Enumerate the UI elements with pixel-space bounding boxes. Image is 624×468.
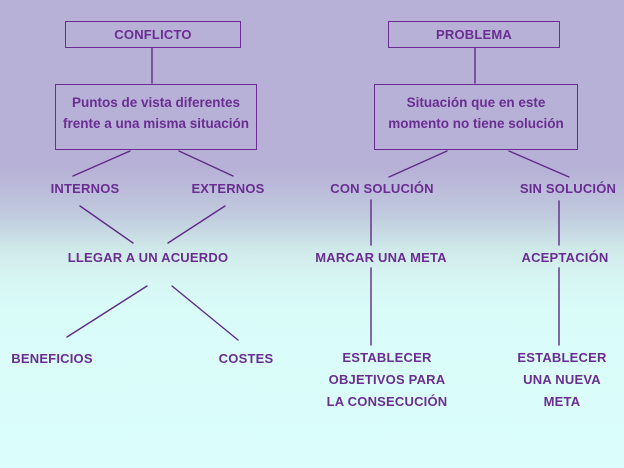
establecer-objetivos-line3: LA CONSECUCIÓN [326,394,448,409]
establecer-objetivos-line1: ESTABLECER [342,350,432,365]
node-conflicto: CONFLICTO [65,21,241,48]
node-problema-definition: Situación que en este momento no tiene s… [374,84,578,150]
connector-acuerdo-beneficios [66,285,148,338]
node-internos: INTERNOS [50,181,120,196]
node-con-solucion: CON SOLUCIÓN [330,181,434,196]
establecer-objetivos-line2: OBJETIVOS PARA [328,372,446,387]
connector-definition-externos [178,150,234,177]
problema-definition-line2: momento no tiene solución [388,116,564,131]
node-establecer-nueva-meta: ESTABLECER UNA NUEVA META [517,347,606,413]
node-beneficios: BENEFICIOS [11,351,93,366]
connector-definition-sinsolucion [508,150,570,178]
connector-internos-acuerdo [79,205,134,244]
establecer-nueva-meta-line1: ESTABLECER [517,350,607,365]
node-conflicto-label: CONFLICTO [114,27,192,42]
node-sin-solucion: SIN SOLUCIÓN [519,181,617,196]
node-problema-label: PROBLEMA [436,27,512,42]
node-llegar-acuerdo: LLEGAR A UN ACUERDO [67,250,229,265]
connector-definition-internos [72,150,131,177]
node-costes: COSTES [218,351,274,366]
node-marcar-meta: MARCAR UNA META [315,250,447,265]
node-problema: PROBLEMA [388,21,560,48]
connector-acuerdo-costes [171,285,239,341]
problema-definition-line1: Situación que en este [406,95,546,110]
conflicto-definition-line2: frente a una misma situación [62,116,250,131]
conflicto-definition-line1: Puntos de vista diferentes [71,95,241,110]
establecer-nueva-meta-line3: META [543,394,581,409]
node-aceptacion: ACEPTACIÓN [521,250,609,265]
establecer-nueva-meta-line2: UNA NUEVA [523,372,601,387]
node-conflicto-definition: Puntos de vista diferentes frente a una … [55,84,257,150]
connector-externos-acuerdo [167,205,226,244]
node-externos: EXTERNOS [191,181,265,196]
connector-definition-consolucion [388,150,448,178]
node-establecer-objetivos: ESTABLECER OBJETIVOS PARA LA CONSECUCIÓN [327,347,448,413]
